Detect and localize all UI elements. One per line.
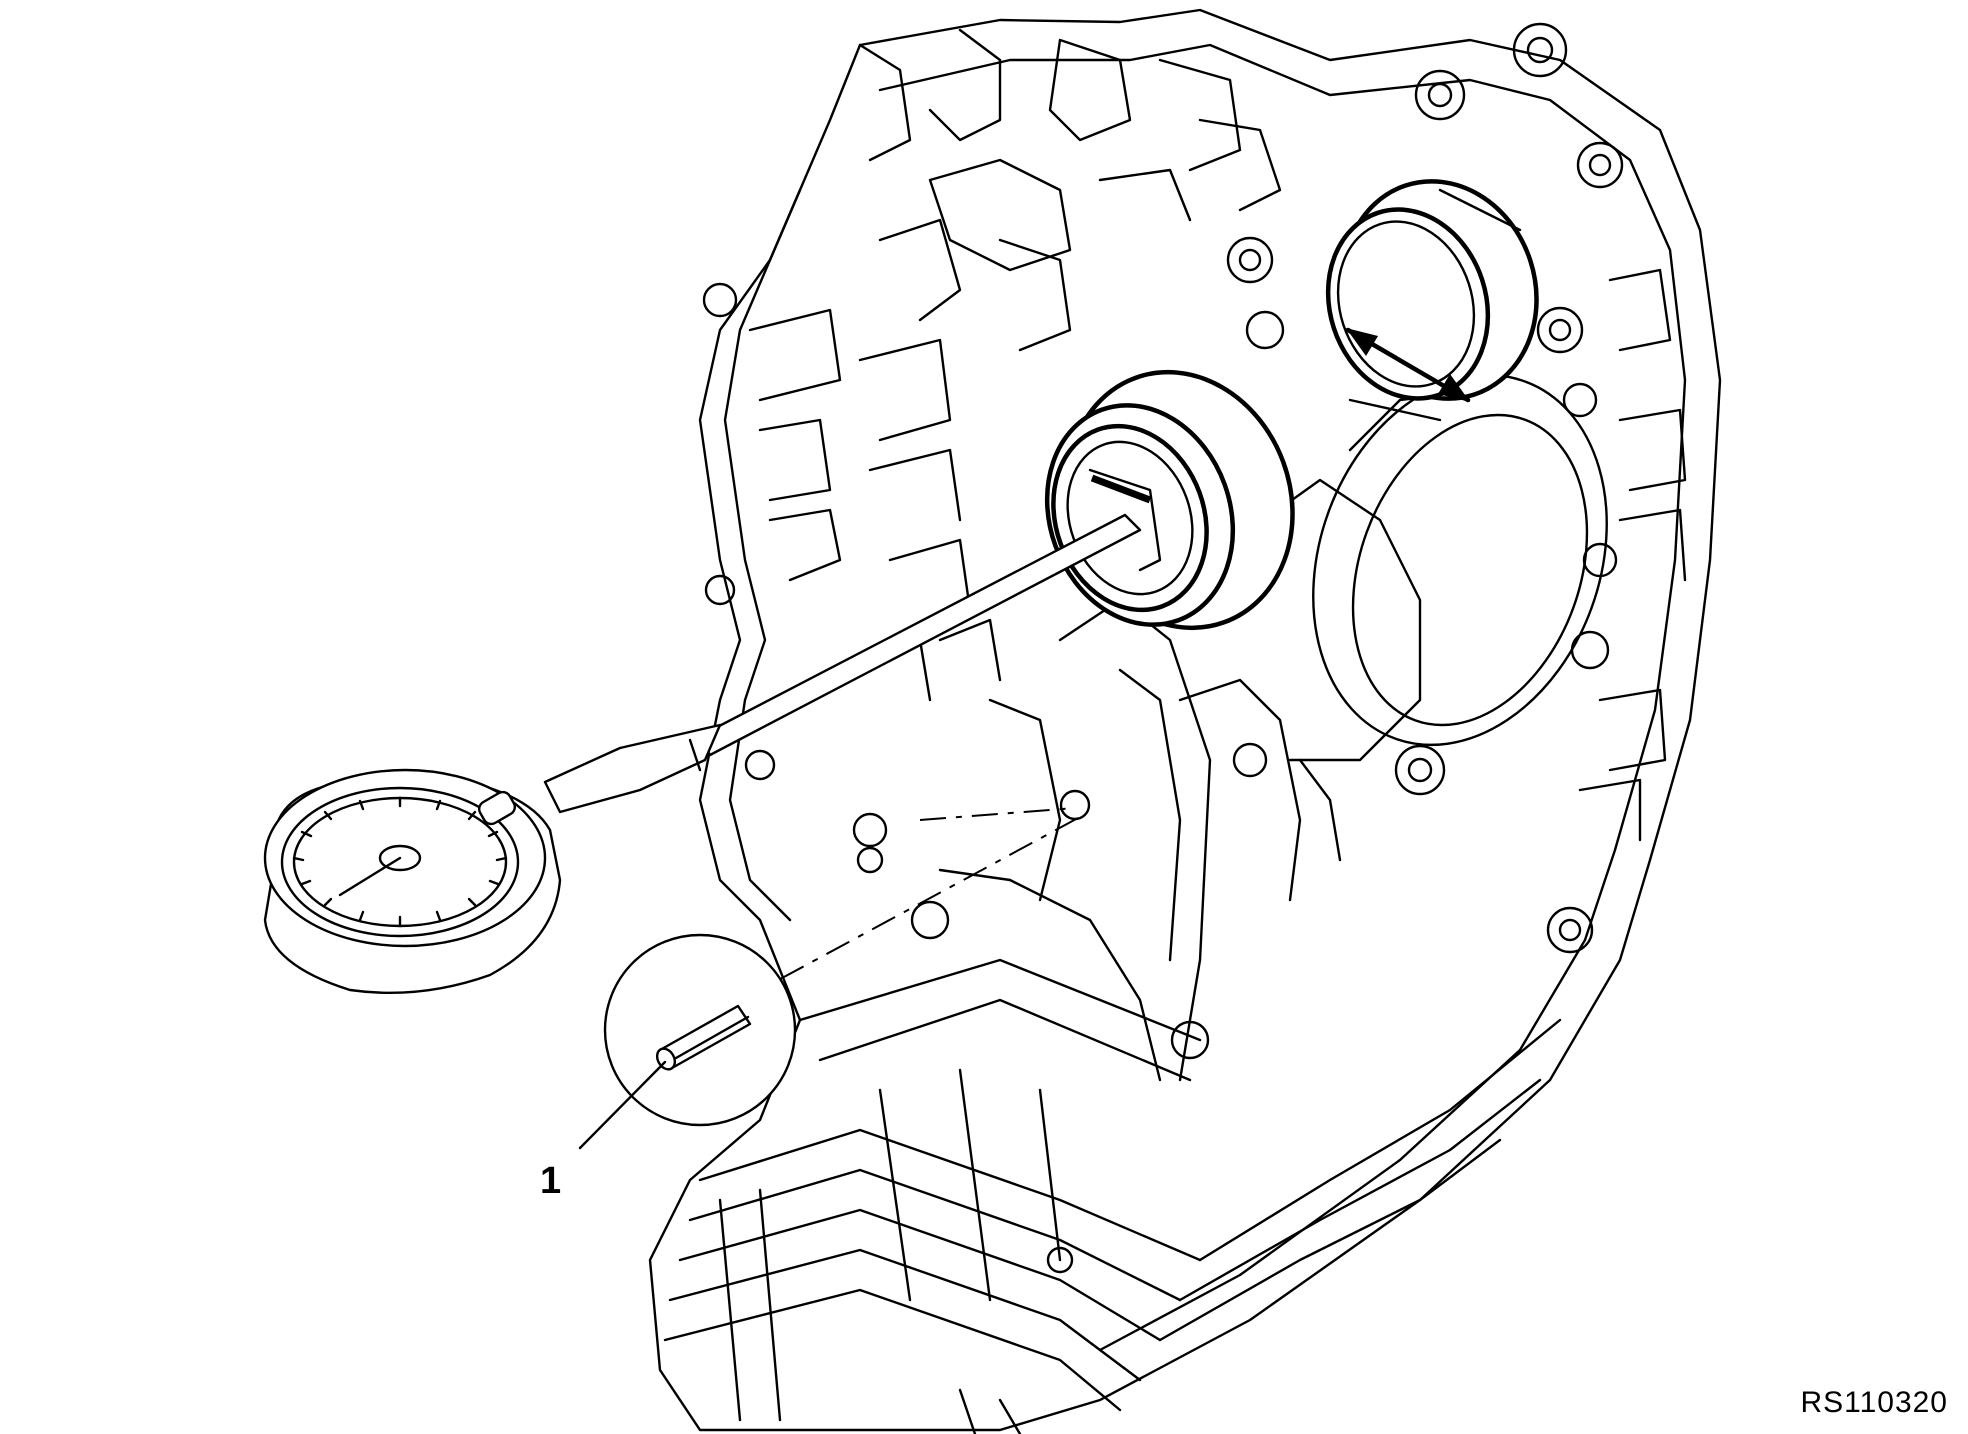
- top-mounting-blocks: [860, 30, 1280, 350]
- housing-outline: [650, 10, 1720, 1430]
- left-ribs: [750, 310, 1000, 700]
- gauge-ring: [1017, 340, 1328, 660]
- sleeve-pin: [654, 1006, 750, 1073]
- diameter-arrow: [1346, 328, 1470, 402]
- dial-gauge-tool: [265, 515, 1140, 993]
- cooling-fins: [665, 960, 1560, 1434]
- housing-left-flange: [725, 190, 800, 920]
- callout-leader: [580, 1062, 665, 1148]
- mounting-bosses: [704, 24, 1622, 1272]
- locator-line-1: [760, 818, 1078, 990]
- right-bore: [1263, 334, 1656, 787]
- detail-circle: [605, 935, 795, 1125]
- reference-code: RS110320: [1800, 1386, 1948, 1419]
- bearing-ring: [1304, 156, 1564, 424]
- right-ribs: [1580, 270, 1685, 840]
- locator-line-2: [920, 808, 1075, 820]
- callout-number-1: 1: [540, 1160, 562, 1202]
